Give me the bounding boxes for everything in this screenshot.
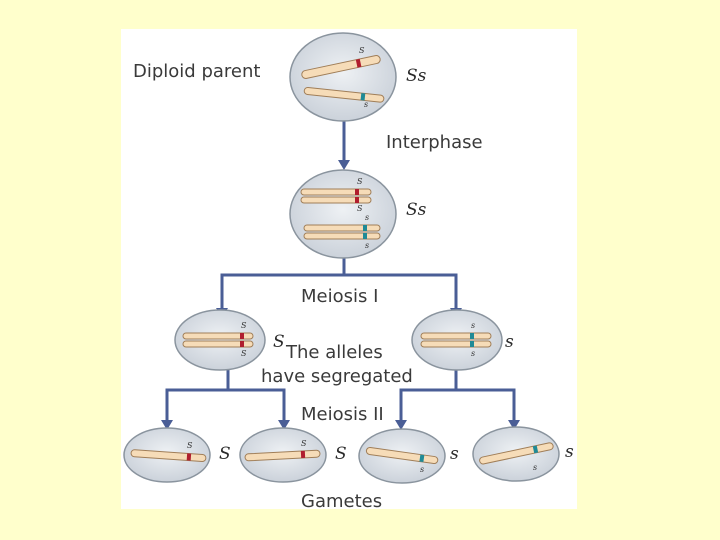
parent-chromosome-S [301,55,381,79]
replicated-s-label-2: s [365,241,369,250]
gamete-1-mark: S [187,441,193,450]
allele-gamete-3: s [450,444,459,464]
parent-chromosome-S-label: S [359,46,365,55]
parent-cell: S s [289,32,397,122]
allele-meiosis1-left: S [273,332,285,352]
replicated-s-label-1: s [365,213,369,222]
label-segregated-line1: The alleles [285,342,383,363]
arrowhead-gamete2 [278,420,290,430]
parent-chromosome-s [303,87,385,103]
allele-meiosis1-right: s [505,332,514,352]
arrow-branch-meiosis2-right [399,388,516,422]
arrowhead-interphase [338,160,350,170]
interphase-cell: S S s s [289,169,397,259]
allele-gamete-2: S [335,444,347,464]
label-meiosis-1: Meiosis I [301,286,378,307]
allele-gamete-1: S [219,444,231,464]
replicated-S-label-2: S [357,204,363,213]
label-meiosis-2: Meiosis II [301,404,384,425]
gamete-1: S [123,427,211,483]
m1-right-s-label-2: s [471,349,475,358]
replicated-chromosome-s [303,224,381,240]
gamete-3: s [358,428,446,484]
arrow-branch-meiosis1 [220,273,458,310]
arrowhead-gamete1 [161,420,173,430]
gamete-2: S [239,427,327,483]
label-gametes: Gametes [301,491,382,509]
replicated-chromosome-S [300,188,372,204]
figure-panel: S s S S s s S S [121,29,577,509]
meiosis1-left-cell: S S [174,309,266,371]
parent-chromosome-s-label: s [364,100,368,109]
replicated-S-label-1: S [357,177,363,186]
gamete-2-mark: S [301,439,307,448]
meiosis1-right-cell: s s [411,309,503,371]
genotype-parent: Ss [406,66,427,86]
allele-gamete-4: s [565,442,574,462]
gamete-4: s [472,426,560,482]
label-segregated-line2: have segregated [261,366,413,387]
arrow-branch-meiosis2-left [165,388,286,422]
label-interphase: Interphase [386,132,483,153]
m1-left-S-label-1: S [241,321,247,330]
arrowhead-gamete4 [508,420,520,430]
gamete-4-mark: s [533,463,537,472]
gamete-3-mark: s [420,465,424,474]
meiosis-diagram: S s S S s s S S [123,32,574,509]
arrowhead-gamete3 [395,420,407,430]
m1-left-S-label-2: S [241,349,247,358]
genotype-replicated: Ss [406,200,427,220]
m1-right-s-label-1: s [471,321,475,330]
label-diploid-parent: Diploid parent [133,61,260,82]
